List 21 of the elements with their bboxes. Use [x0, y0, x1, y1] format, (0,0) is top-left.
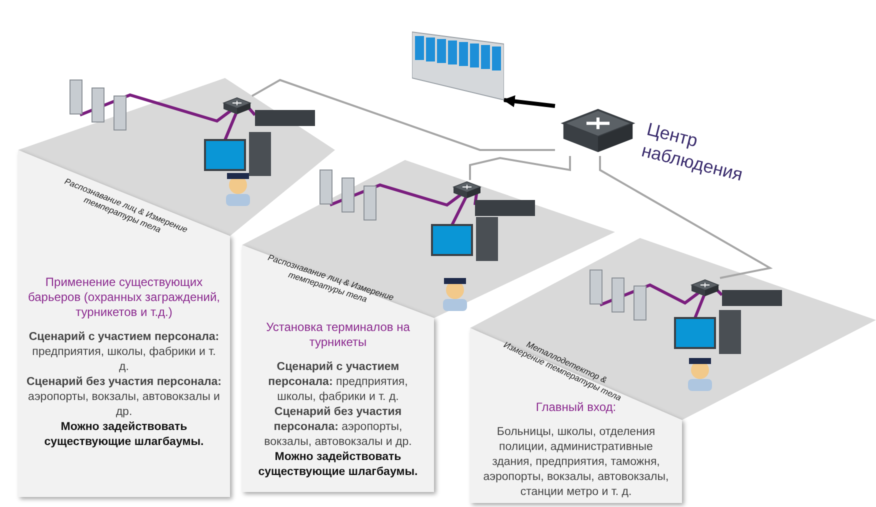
card-text: Сценарий без участия персонала: аэропорты, вокзалы, автовокзалы и др. [263, 405, 413, 450]
network-switch-drawing [452, 180, 482, 200]
scenario-card [242, 245, 434, 492]
card-text: Можно задействовать существующие шлагбаумы. [43, 420, 205, 450]
card-text: Можно задействовать существующие шлагбаумы. [257, 450, 419, 480]
card-text: Сценарий с участием персонала: предприятия, школы, фабрики и т. д. [28, 330, 220, 375]
video-wall-drawing [412, 30, 504, 100]
network-cable [599, 156, 773, 279]
card-text: Сценарий с участием персонала: предприятия, школы, фабрики и т. д. [267, 360, 409, 405]
scenario-card [18, 150, 230, 497]
card-heading: Применение существующих барьеров (охранных заграждений, турникетов и т.д.) [27, 275, 221, 320]
card-text: Больницы, школы, отделения полиции, административные здания, предприятия, таможня, аэропорты, вокзалы, автовокзалы, станции метро и т. д. [482, 425, 670, 500]
scenario-card [470, 328, 682, 503]
network-cable [252, 78, 555, 151]
network-switch-drawing [222, 96, 252, 116]
arrow [502, 95, 556, 108]
card-text: Сценарий без участия персонала: аэропорты, вокзалы, автовокзалы и др. [26, 375, 222, 420]
network-switch-drawing [690, 278, 720, 298]
card-heading: Главный вход: [536, 400, 616, 415]
card-heading: Установка терминалов на турникеты [265, 320, 411, 350]
network-cable [469, 156, 571, 180]
